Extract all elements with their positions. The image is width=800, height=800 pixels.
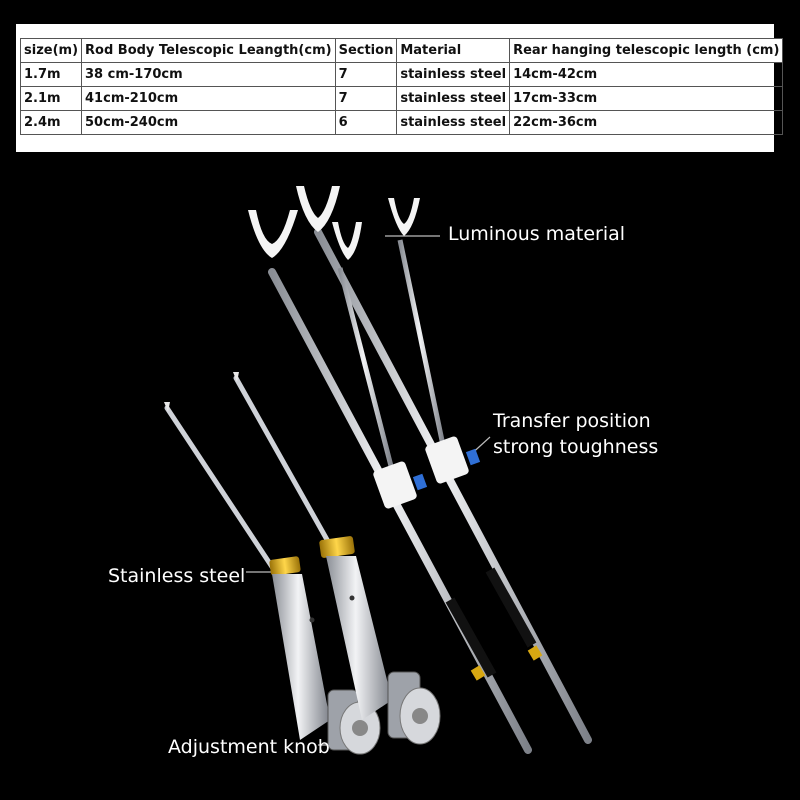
rear-hanging-rods — [332, 198, 447, 471]
y-rest-head-middle — [296, 186, 340, 232]
transfer-brackets — [373, 436, 481, 509]
header-section: Section — [334, 38, 398, 63]
table-row: 2.4m 50cm-240cm 6 stainless steel 22cm-3… — [19, 110, 784, 135]
table-row: 1.7m 38 cm-170cm 7 stainless steel 14cm-… — [19, 62, 784, 87]
bracket-lock-blue — [412, 473, 428, 491]
y-rest-head-left — [248, 210, 298, 258]
spec-table: size(m) Rod Body Telescopic Leangth(cm) … — [19, 38, 784, 135]
cell-material: stainless steel — [396, 110, 511, 135]
table-row: 2.1m 41cm-210cm 7 stainless steel 17cm-3… — [19, 86, 784, 111]
y-rest-head-rear-left — [332, 222, 362, 260]
cell-rear-length: 17cm-33cm — [509, 86, 784, 111]
spec-panel: size(m) Rod Body Telescopic Leangth(cm) … — [16, 24, 784, 152]
short-stake-right — [233, 372, 441, 745]
y-rest-head-rear-right — [388, 198, 420, 236]
cell-material: stainless steel — [396, 62, 511, 87]
callout-transfer-position: Transfer position strong toughness — [493, 408, 658, 460]
bracket-lock-blue — [465, 448, 481, 466]
telescopic-rod-middle — [296, 186, 592, 744]
callout-stainless-steel: Stainless steel — [108, 565, 246, 587]
cell-rear-length: 14cm-42cm — [509, 62, 784, 87]
callout-transfer-line2: strong toughness — [493, 436, 659, 458]
spec-header-row: size(m) Rod Body Telescopic Leangth(cm) … — [19, 38, 784, 63]
cell-rod-length: 41cm-210cm — [81, 86, 336, 111]
header-material: Material — [396, 38, 511, 63]
callout-luminous-material: Luminous material — [448, 223, 626, 245]
cell-section: 7 — [334, 86, 398, 111]
cell-section: 6 — [334, 110, 398, 135]
short-stake-left — [164, 402, 381, 755]
cell-rod-length: 38 cm-170cm — [81, 62, 336, 87]
callout-adjustment-knob: Adjustment knob — [168, 736, 330, 758]
cell-size: 1.7m — [19, 62, 83, 87]
header-rear-length: Rear hanging telescopic length (cm) — [509, 38, 784, 63]
callout-transfer-line1: Transfer position — [493, 410, 651, 432]
header-rod-length: Rod Body Telescopic Leangth(cm) — [81, 38, 336, 63]
cell-rod-length: 50cm-240cm — [81, 110, 336, 135]
cell-material: stainless steel — [396, 86, 511, 111]
telescopic-rod-left — [248, 210, 532, 754]
cell-rear-length: 22cm-36cm — [509, 110, 784, 135]
cell-size: 2.4m — [19, 110, 83, 135]
cell-section: 7 — [334, 62, 398, 87]
cell-size: 2.1m — [19, 86, 83, 111]
header-size: size(m) — [19, 38, 83, 63]
rod-holder-illustration — [164, 186, 592, 755]
